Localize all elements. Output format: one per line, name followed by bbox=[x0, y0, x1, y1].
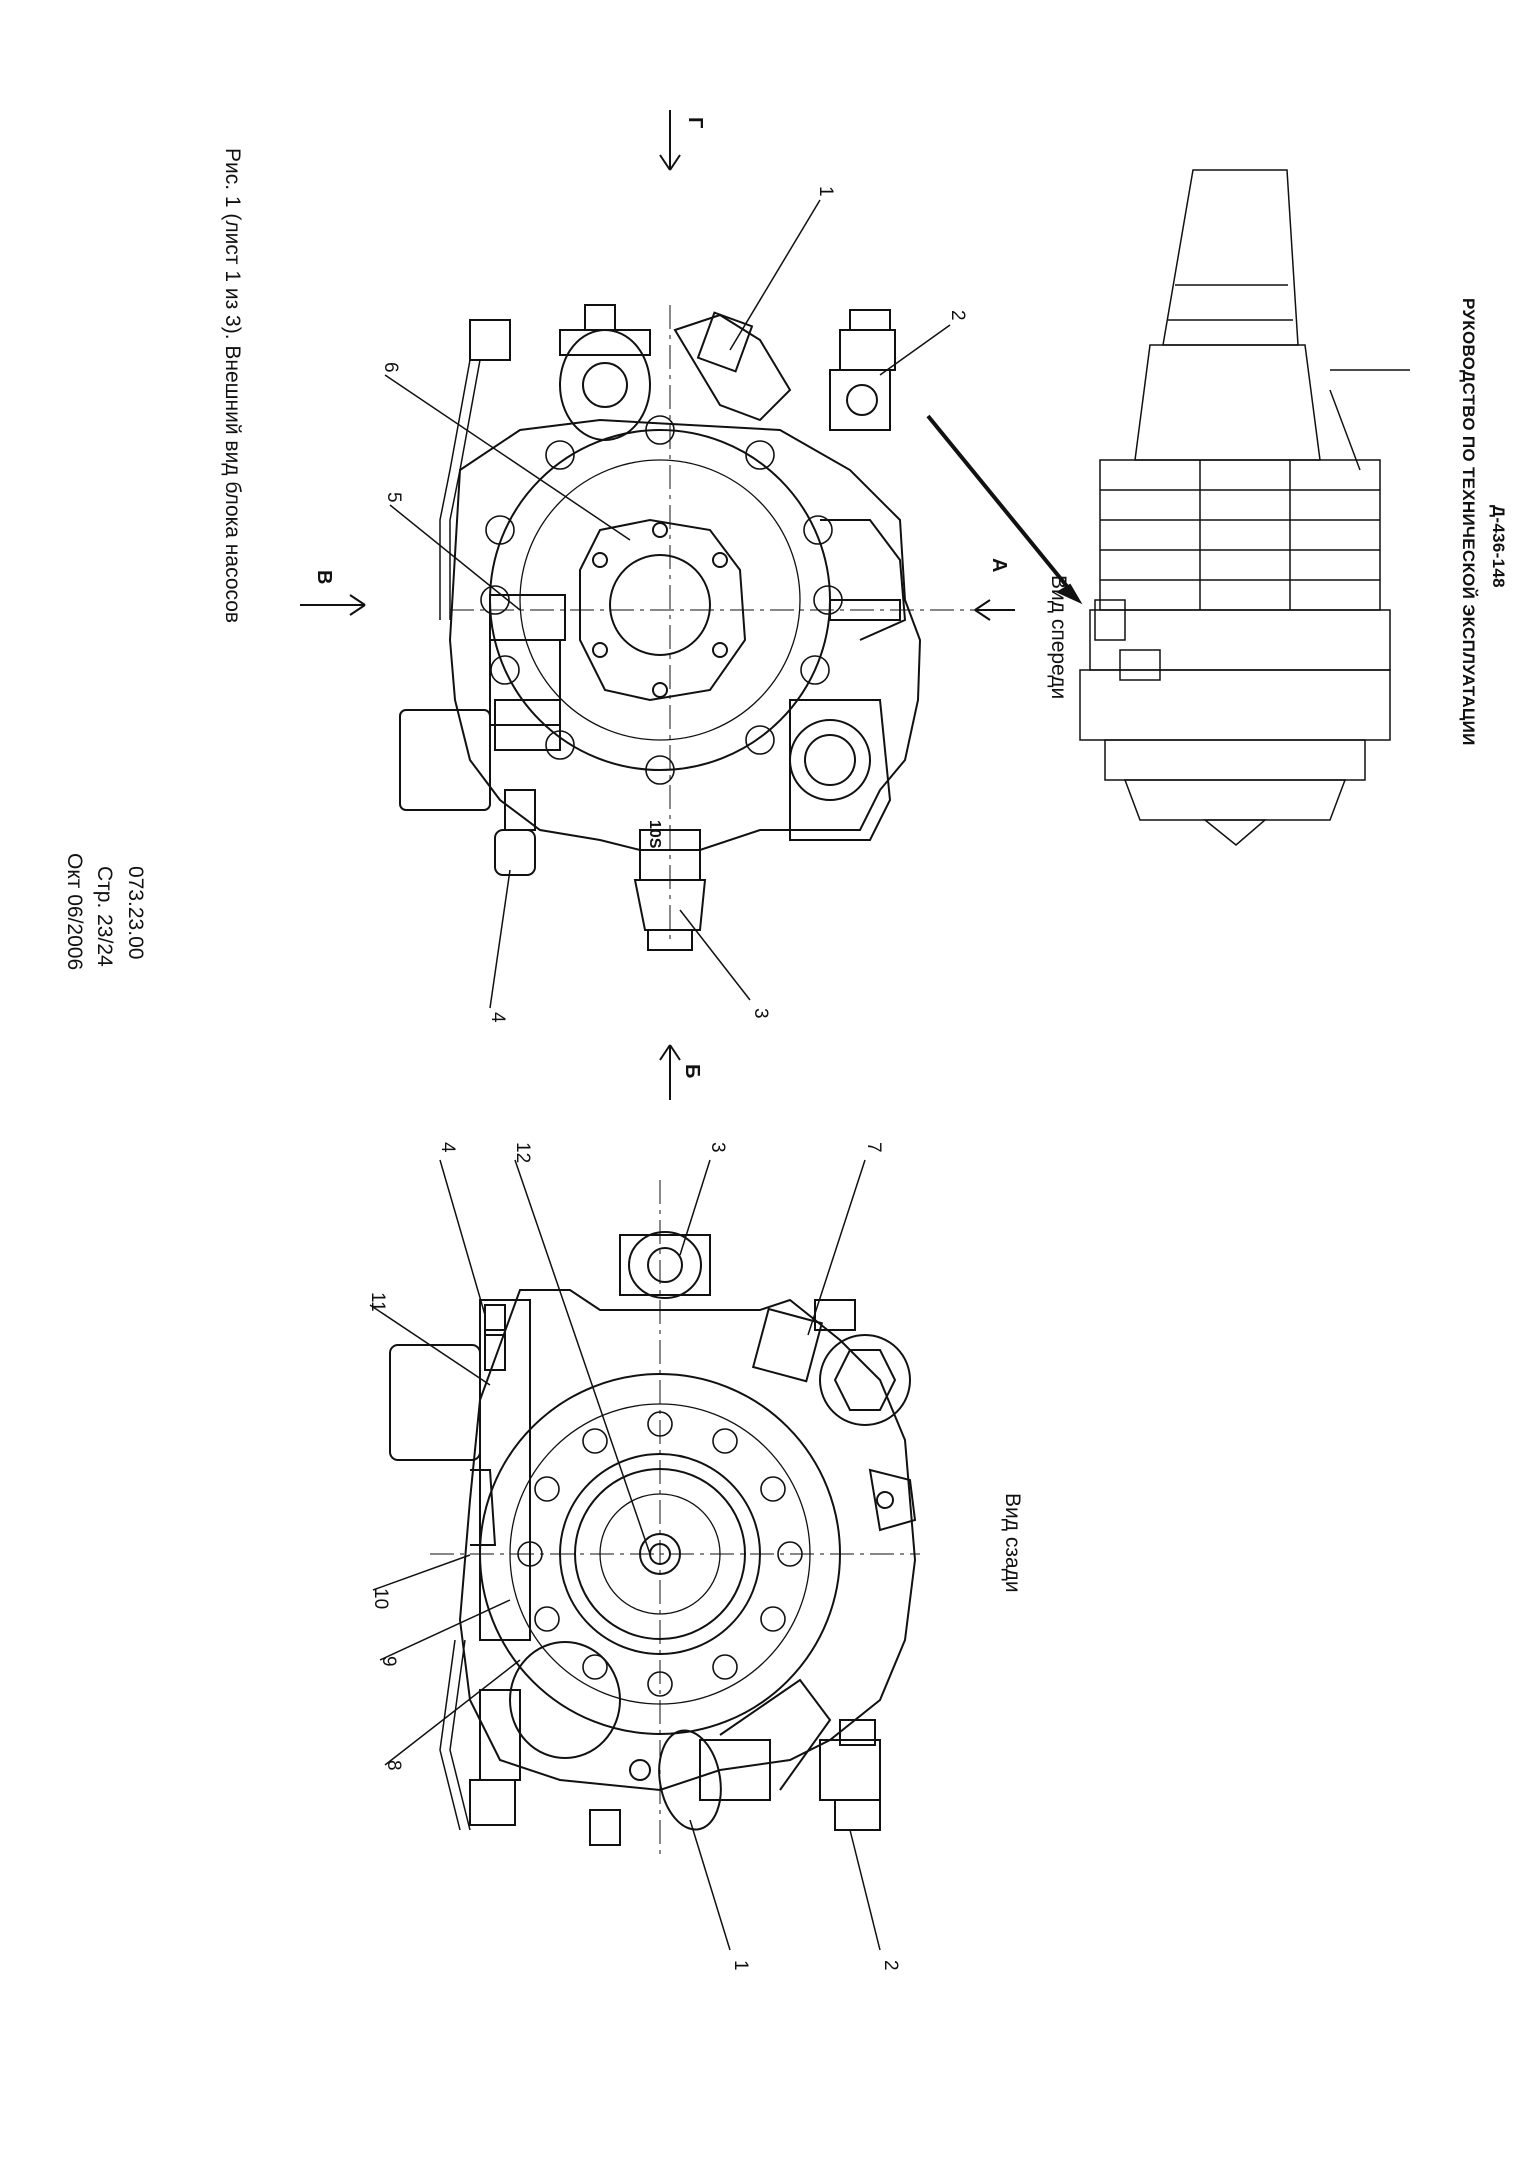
callout-rear-8: 8 bbox=[383, 1760, 404, 1771]
callout-front-6: 6 bbox=[380, 362, 401, 373]
rear-view-drawing bbox=[389, 1180, 920, 1860]
callout-rear-2: 2 bbox=[880, 1960, 901, 1971]
callout-rear-3: 3 bbox=[707, 1142, 728, 1153]
callout-rear-9: 9 bbox=[378, 1656, 399, 1667]
front-view-drawing bbox=[399, 304, 975, 951]
callout-rear-10: 10 bbox=[370, 1588, 391, 1609]
callout-front-2: 2 bbox=[947, 310, 968, 321]
callout-rear-1: 1 bbox=[730, 1960, 751, 1971]
callout-front-1: 1 bbox=[815, 186, 836, 197]
callout-rear-7: 7 bbox=[863, 1142, 884, 1153]
part-marking: 10S bbox=[646, 820, 663, 849]
engine-silhouette bbox=[1079, 169, 1410, 846]
callout-front-3: 3 bbox=[750, 1008, 771, 1019]
callout-rear-11: 11 bbox=[367, 1292, 388, 1312]
leader-lines-front bbox=[384, 199, 951, 1009]
callout-front-5: 5 bbox=[383, 492, 404, 503]
callout-rear-4: 4 bbox=[437, 1142, 458, 1153]
leader-lines-rear bbox=[369, 1159, 881, 1951]
callout-front-4: 4 bbox=[487, 1012, 508, 1023]
view-arrows bbox=[300, 110, 1015, 1100]
callout-rear-12: 12 bbox=[512, 1142, 533, 1163]
